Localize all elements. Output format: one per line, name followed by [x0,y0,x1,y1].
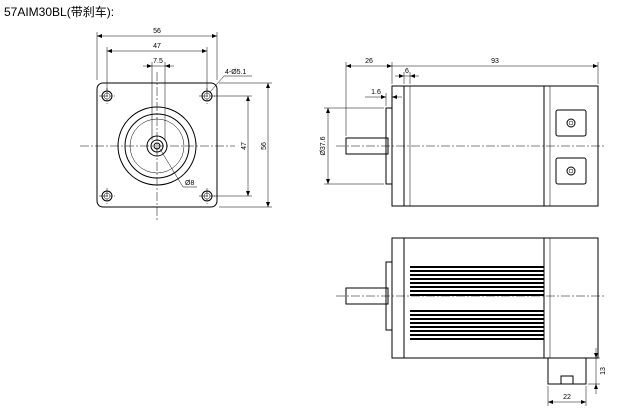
cooling-fin [410,322,544,324]
flange-plate-top [391,237,405,359]
cooling-fin [410,334,544,336]
cooling-fin [410,338,544,340]
dim-hole-pitch: 47 [153,43,161,50]
cooling-fin [410,330,544,332]
dim-mounting-holes: 4-Ø5.1 [225,69,247,76]
cooling-fin [410,290,544,292]
side-view: 26 6 93 1.6 Ø37.6 [320,58,605,207]
connector-top [547,357,587,385]
connector-upper [555,109,587,137]
cooling-fin [410,278,544,280]
front-view: 56 47 7.5 4-Ø5.1 47 56 Ø8 [80,28,272,222]
cooling-fins [410,266,544,340]
cooling-fin [410,270,544,272]
cooling-fin [410,310,544,312]
dim-flange-width: 56 [153,28,161,35]
drawing-title: 57AIM30BL(带刹车): [4,5,115,19]
dim-flange-height: 56 [261,142,268,150]
cooling-fin [410,326,544,328]
cooling-fin [410,294,544,296]
dim-pilot-length: 6 [405,68,409,75]
connector-lower [555,157,587,185]
dim-pilot-diameter: Ø37.6 [320,136,327,155]
dim-connector-width: 22 [563,394,571,401]
brake-housing-top [543,237,599,359]
dim-shaft-diameter: Ø8 [185,180,194,187]
top-view: 13 22 [336,237,607,406]
cooling-fin [410,286,544,288]
dim-pilot-thickness: 1.6 [371,89,381,96]
dim-body-length: 93 [491,58,499,65]
cooling-fin [410,318,544,320]
dim-flange-length: 26 [365,58,373,65]
dim-connector-height: 13 [600,367,607,375]
dim-height-pitch: 47 [241,142,248,150]
dim-shaft-flat: 7.5 [153,58,163,65]
cooling-fin [410,282,544,284]
cooling-fin [410,314,544,316]
cooling-fin [410,274,544,276]
cooling-fin [410,266,544,268]
